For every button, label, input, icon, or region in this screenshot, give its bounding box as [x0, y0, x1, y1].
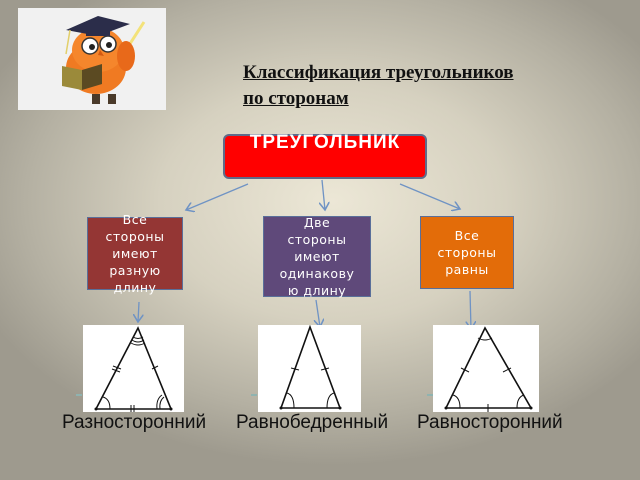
slide-title-line-2: по сторонам: [243, 88, 349, 109]
category-text-isosceles: Две стороны имеют одинакову ю длину: [279, 215, 355, 298]
isosceles-triangle-icon: [279, 324, 342, 410]
dash-mark: [427, 394, 433, 396]
dash-mark: [251, 394, 257, 396]
category-box-isosceles: Две стороны имеют одинакову ю длину: [263, 215, 371, 298]
root-node-triangle: ТРЕУГОЛЬНИК: [223, 132, 427, 179]
triangle-figure-isosceles: [258, 324, 361, 412]
scalene-triangle-icon: [94, 326, 173, 413]
triangle-label-scalene: Разносторонний: [62, 412, 207, 433]
category-text-equilateral: Все стороны равны: [437, 228, 497, 277]
root-node-label: ТРЕУГОЛЬНИК: [249, 132, 401, 153]
category-box-equilateral: Все стороны равны: [420, 216, 514, 289]
triangle-label-isosceles: Равнобедренный: [236, 412, 389, 433]
triangle-figure-scalene: [83, 325, 184, 413]
equilateral-triangle-icon: [444, 326, 533, 412]
slide-title-line-1: Классификация треугольников: [243, 62, 514, 83]
dash-mark: [76, 394, 82, 396]
triangle-figure-equilateral: [433, 325, 539, 412]
triangle-label-equilateral: Равносторонний: [417, 412, 563, 433]
slide-title: Классификация треугольников по сторонам: [243, 60, 623, 112]
owl-mascot-image: [18, 8, 166, 110]
category-text-scalene: Все стороны имеют разную длину: [105, 212, 165, 295]
category-box-scalene: Все стороны имеют разную длину: [87, 212, 183, 295]
owl-professor-icon: [62, 16, 146, 104]
